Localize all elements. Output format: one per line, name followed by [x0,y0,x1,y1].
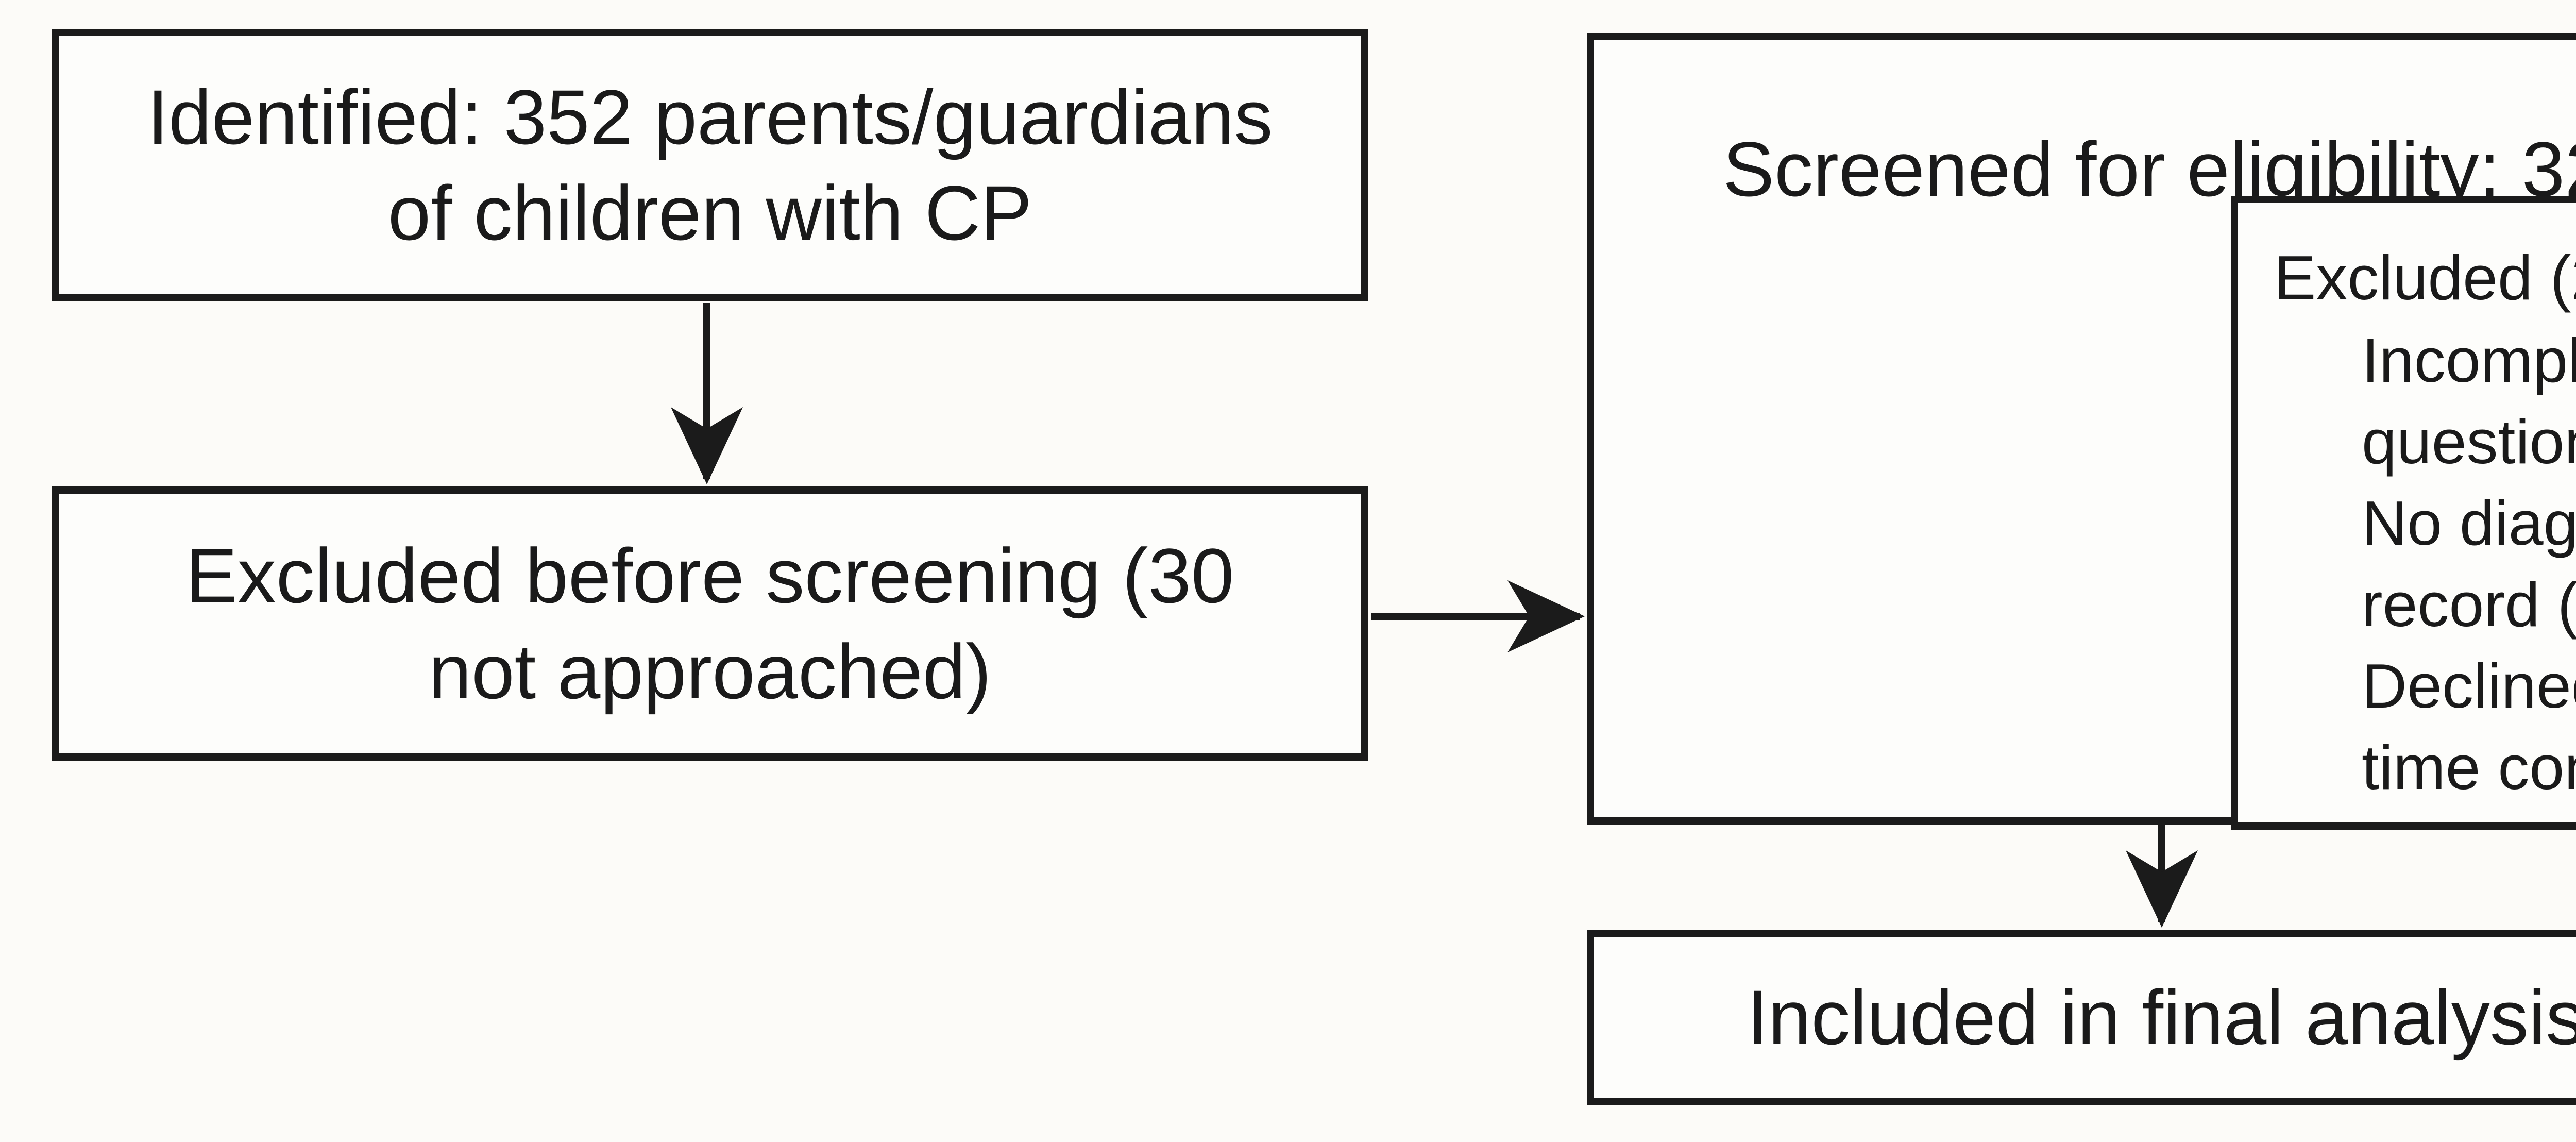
box-included-final-analysis: Included in final analysis: 300 [1587,930,2576,1105]
excluded-reason-item: No diagnostic record (6) [2362,488,2576,640]
excluded-reason-item: Declined due to time constraints (9) [2362,651,2576,802]
box-excluded-before-screening: Excluded before screening (30 not approa… [52,486,1368,761]
box-included-final-analysis-text: Included in final analysis: 300 [1747,974,2576,1061]
excluded-reasons-list: Incomplete questionnaire (7) No diagnost… [2362,320,2576,808]
box-identified-text: Identified: 352 parents/guardians of chi… [147,74,1273,256]
box-identified: Identified: 352 parents/guardians of chi… [52,29,1368,301]
box-excluded-reasons: Excluded (22): Incomplete questionnaire … [2231,196,2576,830]
box-excluded-before-screening-text: Excluded before screening (30 not approa… [185,532,1234,715]
excluded-reasons-title: Excluded (22): [2274,243,2576,313]
excluded-reason-item: Incomplete questionnaire (7) [2362,325,2576,477]
